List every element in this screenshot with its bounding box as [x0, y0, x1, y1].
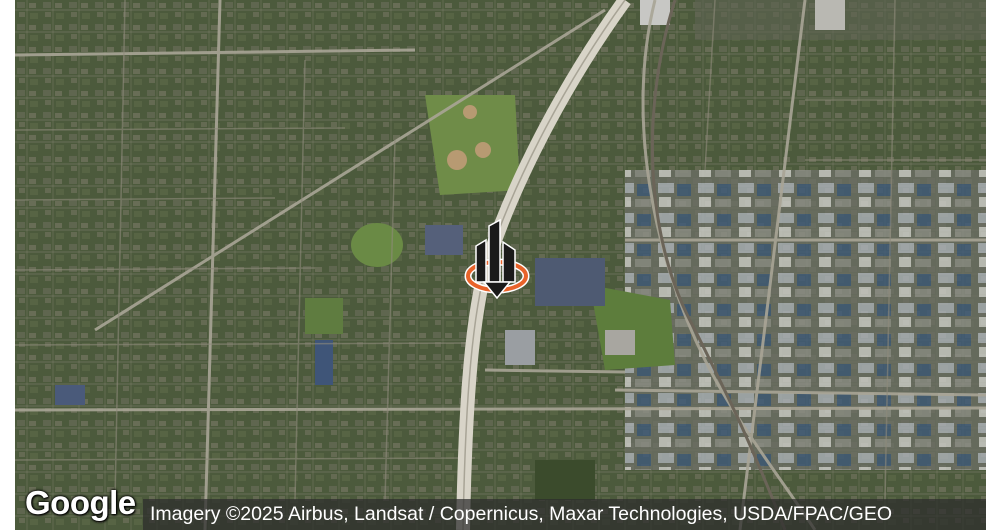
- google-logo: Google: [25, 484, 136, 521]
- satellite-map[interactable]: Google Imagery ©2025 Airbus, Landsat / C…: [15, 0, 986, 530]
- map-imagery[interactable]: [15, 0, 986, 530]
- imagery-attribution: Imagery ©2025 Airbus, Landsat / Copernic…: [143, 499, 986, 530]
- building-pin-icon[interactable]: [462, 218, 532, 308]
